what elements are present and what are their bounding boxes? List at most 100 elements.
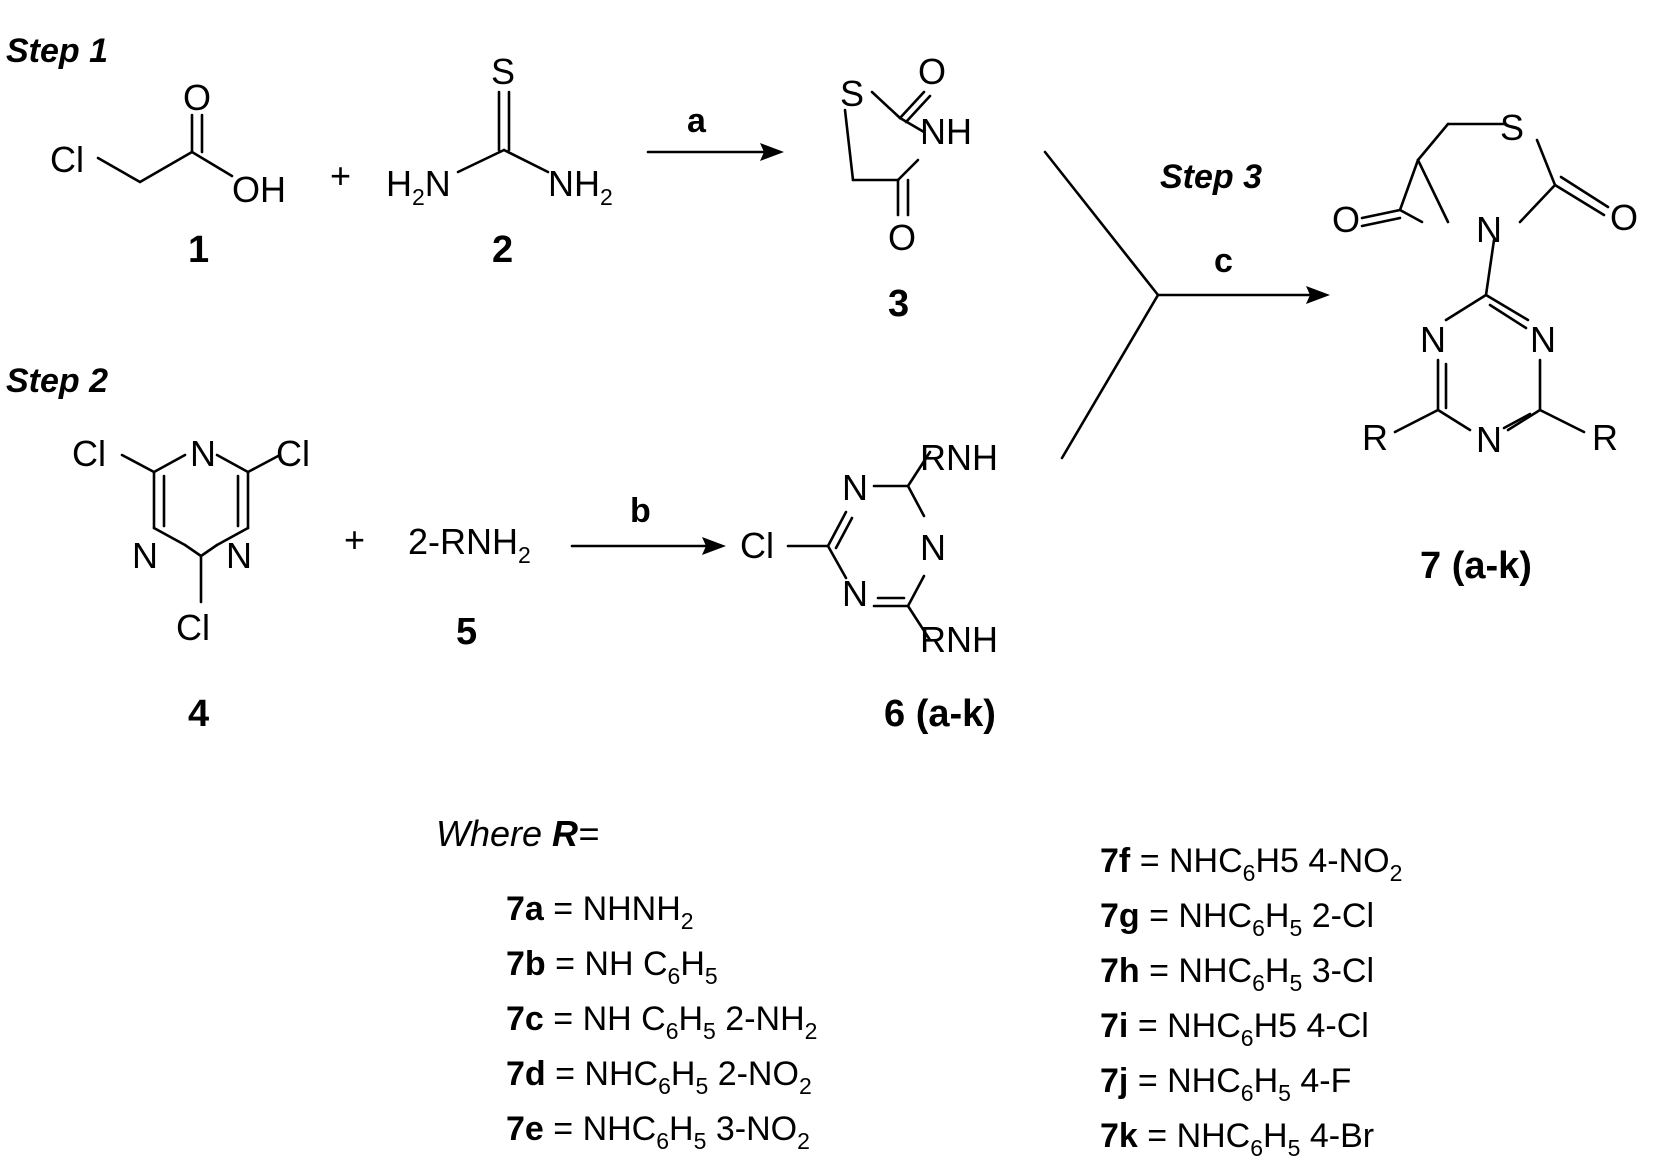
legend-entry-text: = NH C <box>553 1000 665 1038</box>
compound-4-cl-bottom: Cl <box>176 607 210 648</box>
reaction-arrow-c <box>1156 286 1330 304</box>
legend-entry-text: = NHNH <box>553 890 681 928</box>
step-3-label: Step 3 <box>1160 158 1262 196</box>
legend-entry-id: 7k <box>1100 1117 1147 1155</box>
compound-3-label: 3 <box>888 283 909 325</box>
compound-6-cl: Cl <box>740 525 774 566</box>
legend-entry-7j: 7j = NHC6H5 4-F <box>1100 1062 1351 1106</box>
legend-entry-text: 4-Br <box>1300 1117 1374 1155</box>
legend-where: Where <box>436 813 552 854</box>
legend-entry-id: 7h <box>1100 952 1149 990</box>
legend-entry-id: 7c <box>506 1000 553 1038</box>
legend-entry-text: 3-NO <box>706 1110 797 1148</box>
legend-entry-id: 7f <box>1100 842 1140 880</box>
legend-entry-subscript: 5 <box>1278 1080 1291 1106</box>
compound-5-subscript: 2 <box>518 542 531 568</box>
compound-3-nh: NH <box>920 111 972 152</box>
compound-7-o-right: O <box>1610 197 1638 238</box>
legend-entry-subscript: 5 <box>1289 970 1302 996</box>
compound-2-nh: NH <box>548 163 600 204</box>
legend-entry-subscript: 6 <box>658 1073 671 1099</box>
legend-entry-subscript: 6 <box>656 1128 669 1154</box>
compound-7-n-right: N <box>1530 319 1556 360</box>
legend-entry-7d: 7d = NHC6H5 2-NO2 <box>506 1055 812 1099</box>
legend-entry-subscript: 5 <box>695 1073 708 1099</box>
plus-sign-2: + <box>344 519 365 560</box>
svg-text:NH2: NH2 <box>548 163 613 210</box>
reagent-a-label: a <box>687 102 707 140</box>
legend-entry-subscript: 6 <box>1252 970 1265 996</box>
legend-entry-id: 7i <box>1100 1007 1138 1045</box>
legend-entry-text: H5 4-NO <box>1255 842 1389 880</box>
compound-7-n-left: N <box>1420 319 1446 360</box>
compound-6-n-top: N <box>842 467 868 508</box>
step-1-label: Step 1 <box>6 32 108 70</box>
compound-1-o: O <box>183 77 211 118</box>
legend-entry-7h: 7h = NHC6H5 3-Cl <box>1100 952 1374 996</box>
legend-entry-text: 2-Cl <box>1302 897 1374 935</box>
legend-entry-text: = NHC <box>553 1110 656 1148</box>
legend-entry-7i: 7i = NHC6H5 4-Cl <box>1100 1007 1369 1051</box>
legend-entry-subscript: 6 <box>1250 1135 1263 1161</box>
reagent-c-label: c <box>1214 242 1233 280</box>
compound-3-o-bottom: O <box>888 217 916 258</box>
plus-sign-1: + <box>330 155 351 196</box>
compound-2-h-subscript: 2 <box>412 184 425 210</box>
compound-6-label: 6 (a-k) <box>884 693 996 735</box>
legend-entry-text: 2-NH <box>716 1000 805 1038</box>
compound-3-o-top: O <box>918 51 946 92</box>
compound-2-h: H <box>386 163 412 204</box>
compound-7-s: S <box>1500 107 1524 148</box>
reaction-arrow-b <box>570 537 726 555</box>
legend-entry-subscript: 5 <box>1288 1135 1301 1161</box>
legend-entry-text: 3-Cl <box>1302 952 1374 990</box>
compound-6-structure: Cl N N N RNH RNH <box>740 437 998 660</box>
legend-r: R <box>552 813 578 854</box>
legend-entry-subscript: 5 <box>1289 915 1302 941</box>
legend-entry-7f: 7f = NHC6H5 4-NO2 <box>1100 842 1402 886</box>
compound-7-o-left: O <box>1332 199 1360 240</box>
legend-entry-subscript: 6 <box>1252 915 1265 941</box>
legend-entry-text: = NHC <box>1149 952 1252 990</box>
compound-2-label: 2 <box>492 229 513 271</box>
compound-4-cl-left: Cl <box>72 433 106 474</box>
compound-5-label: 5 <box>456 611 477 653</box>
compound-3-s: S <box>840 73 864 114</box>
compound-2-n: N <box>425 163 451 204</box>
legend-entry-text: = NHC <box>1147 1117 1250 1155</box>
compound-2-s: S <box>491 51 515 92</box>
legend-entry-text: H <box>678 1000 703 1038</box>
legend-entry-id: 7b <box>506 945 555 983</box>
compound-7-r-right: R <box>1592 417 1618 458</box>
compound-5-text: 2-RNH <box>408 521 518 562</box>
legend-where-text: Where R= <box>436 813 599 854</box>
legend-entry-text: 4-F <box>1291 1062 1351 1100</box>
compound-5-formula: 2-RNH2 <box>408 521 531 568</box>
compound-6-rnh-top: RNH <box>920 437 998 478</box>
compound-4-n-left: N <box>132 535 158 576</box>
legend-entry-subscript: 5 <box>694 1128 707 1154</box>
compound-7-r-left: R <box>1362 417 1388 458</box>
compound-6-n-right: N <box>920 527 946 568</box>
compound-1-oh: OH <box>232 169 286 210</box>
legend-entry-text: 2-NO <box>708 1055 799 1093</box>
compound-7-n-imide: N <box>1476 209 1502 250</box>
reaction-arrow-a <box>646 143 784 161</box>
legend-entry-id: 7g <box>1100 897 1149 935</box>
legend-entry-7g: 7g = NHC6H5 2-Cl <box>1100 897 1374 941</box>
legend-entry-subscript: 2 <box>681 908 694 934</box>
legend-entry-text: H <box>671 1055 696 1093</box>
legend-entry-subscript: 6 <box>1241 1025 1254 1051</box>
legend-entry-7a: 7a = NHNH2 <box>506 890 694 934</box>
compound-2-nh-subscript: 2 <box>600 184 613 210</box>
legend-entry-id: 7d <box>506 1055 555 1093</box>
compound-6-n-bottom: N <box>842 573 868 614</box>
legend-entry-id: 7e <box>506 1110 553 1148</box>
compound-1-cl: Cl <box>50 139 84 180</box>
compound-4-label: 4 <box>188 693 209 735</box>
legend-entry-subscript: 6 <box>668 963 681 989</box>
legend-entry-subscript: 6 <box>666 1018 679 1044</box>
compound-7-structure: S O O N N N N R R <box>1332 107 1638 460</box>
compound-4-structure: Cl Cl Cl N N N <box>72 433 310 648</box>
